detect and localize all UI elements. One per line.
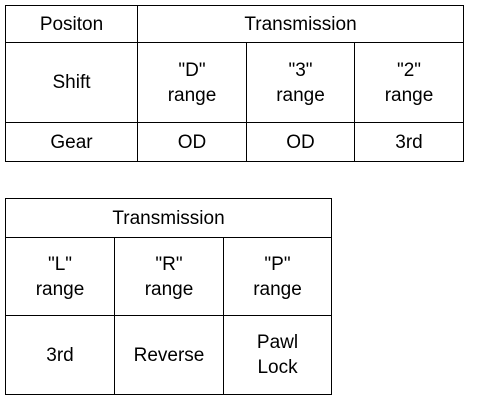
- gear-cell-r-line1: Reverse: [133, 344, 205, 366]
- range-cell-d-line2: range: [167, 84, 217, 106]
- gear-cell-l: 3rd: [5, 315, 115, 395]
- gear-label: Gear: [5, 122, 138, 162]
- gear-cell-d: OD: [137, 122, 247, 162]
- table-bottom-range-row: "L" range "R" range "P" range: [5, 237, 333, 316]
- range-cell-2-line1: "2": [396, 59, 422, 81]
- gear-cell-p: Pawl Lock: [222, 315, 333, 395]
- gear-cell-p-line2: Lock: [257, 357, 298, 378]
- gear-cell-r: Reverse: [114, 315, 224, 395]
- range-cell-l: "L" range: [5, 237, 115, 316]
- shift-gear-table-top: Positon Transmission Shift "D" range "3"…: [5, 5, 465, 162]
- range-cell-p-line1: "P": [264, 253, 291, 275]
- range-cell-3-line1: "3": [288, 59, 313, 81]
- range-cell-3: "3" range: [246, 42, 355, 123]
- gear-cell-2: 3rd: [353, 122, 465, 162]
- range-cell-p-line2: range: [253, 278, 302, 300]
- table-top-shift-row: Shift "D" range "3" range "2" range: [5, 42, 465, 123]
- range-cell-3-line2: range: [276, 84, 325, 106]
- range-cell-r-line2: range: [144, 278, 194, 300]
- range-cell-r-line1: "R": [155, 253, 183, 275]
- range-cell-2-line2: range: [384, 84, 434, 106]
- gear-cell-3: OD: [246, 122, 355, 162]
- table-top-gear-row: Gear OD OD 3rd: [5, 122, 465, 162]
- shift-label: Shift: [5, 42, 138, 123]
- table-top-header-row: Positon Transmission: [5, 5, 465, 43]
- position-header: Positon: [5, 5, 138, 43]
- range-cell-r: "R" range: [114, 237, 224, 316]
- range-cell-d-line1: "D": [178, 59, 206, 81]
- range-cell-2: "2" range: [353, 42, 465, 123]
- transmission-header-bottom: Transmission: [4, 198, 333, 238]
- shift-gear-table-bottom: Transmission "L" range "R" range "P" ran…: [4, 198, 333, 395]
- range-cell-l-line1: "L": [47, 253, 73, 275]
- table-bottom-gear-row: 3rd Reverse Pawl Lock: [5, 315, 333, 395]
- gear-cell-l-line1: 3rd: [46, 344, 74, 366]
- transmission-header: Transmission: [136, 5, 465, 43]
- range-cell-l-line2: range: [35, 278, 85, 300]
- table-bottom-header-row: Transmission: [4, 198, 333, 238]
- range-cell-p: "P" range: [222, 237, 333, 316]
- range-cell-d: "D" range: [137, 42, 247, 123]
- gear-cell-p-line1: Pawl: [256, 332, 299, 353]
